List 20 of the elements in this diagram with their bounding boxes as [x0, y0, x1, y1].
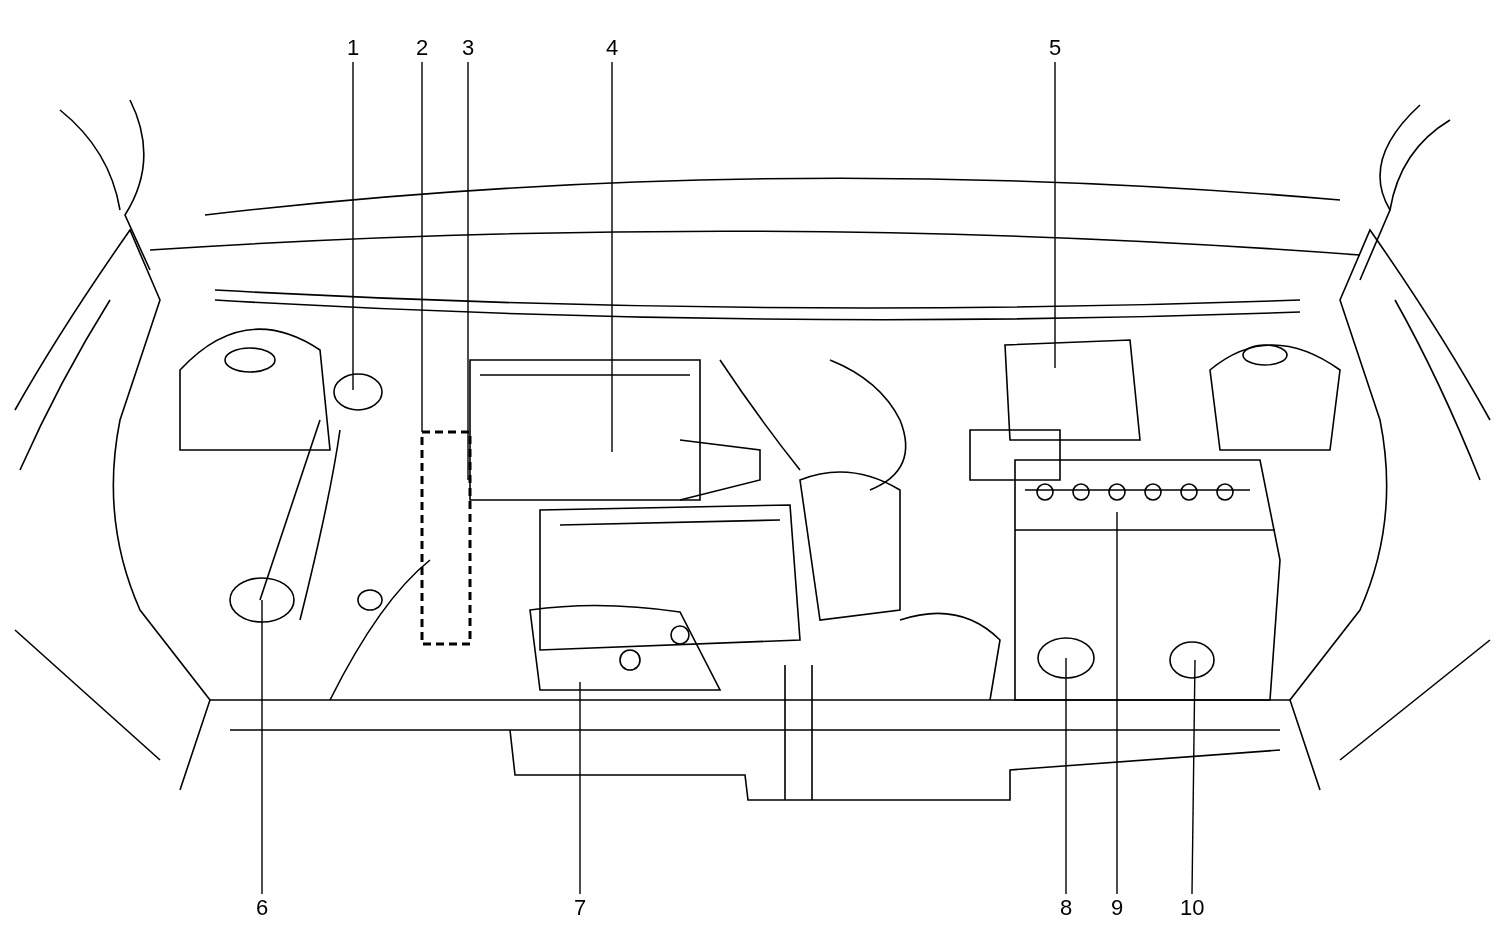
leader-line [467, 61, 469, 481]
leader-line [261, 599, 263, 895]
leader-line [1065, 657, 1067, 895]
callout-number: 6 [256, 896, 269, 920]
callout-number: 3 [462, 36, 475, 60]
callout-number: 5 [1049, 36, 1062, 60]
leader-line [421, 61, 423, 433]
callout-number: 7 [574, 896, 587, 920]
leader-line [1054, 61, 1056, 369]
leader-line [352, 61, 354, 391]
leader-line [611, 61, 613, 453]
callout-number: 9 [1111, 896, 1124, 920]
callout-number: 2 [416, 36, 429, 60]
leader-line [1116, 511, 1118, 895]
leader-line [1191, 659, 1196, 895]
callout-number: 4 [606, 36, 619, 60]
leader-line [579, 681, 581, 895]
callout-number: 1 [347, 36, 360, 60]
callout-number: 8 [1060, 896, 1073, 920]
callout-number: 10 [1180, 896, 1205, 920]
